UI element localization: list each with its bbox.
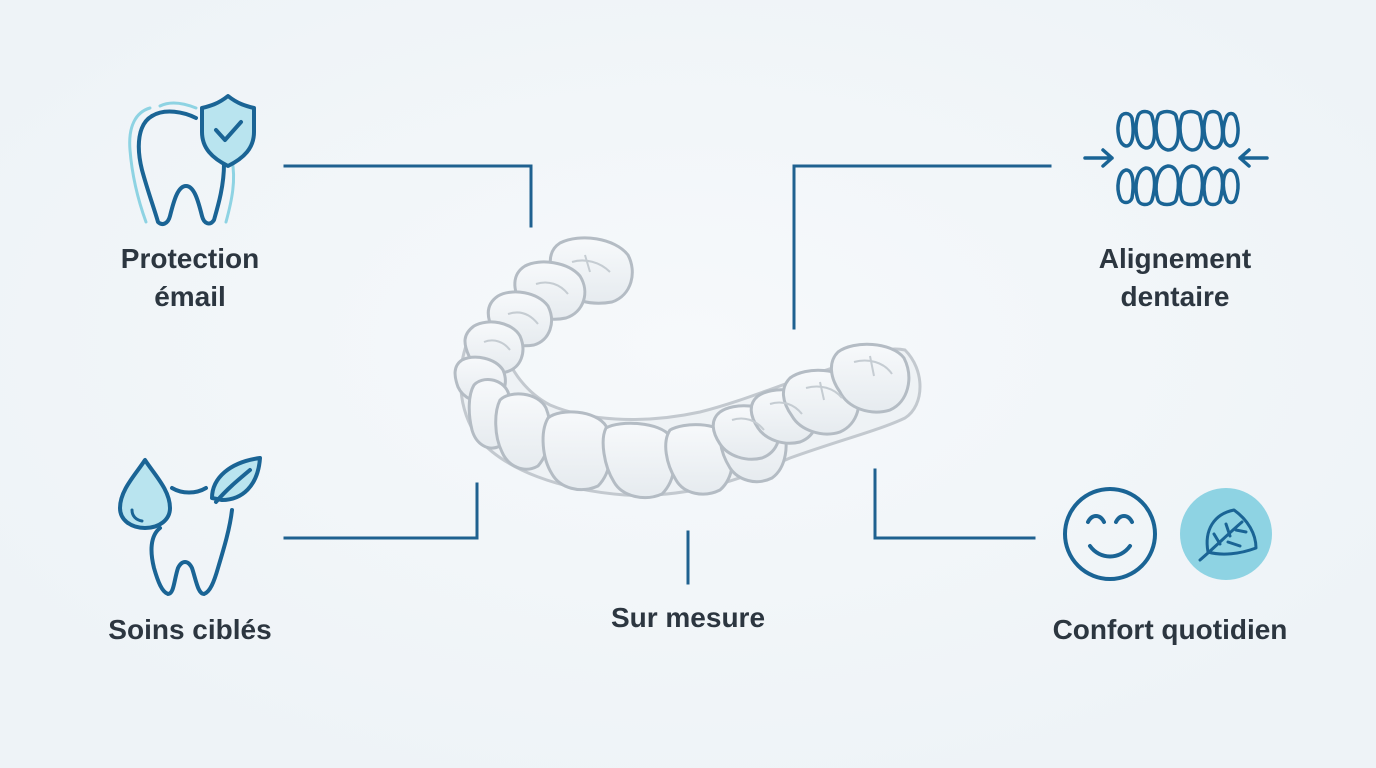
connector-confort — [873, 468, 1036, 540]
tooth-shield-check-icon — [128, 94, 256, 226]
teeth-alignment-icon — [1083, 109, 1269, 207]
tooth-drop-leaf-icon — [118, 456, 262, 596]
clear-aligner-image — [453, 236, 922, 499]
label-sur-mesure: Sur mesure — [610, 602, 766, 633]
label-alignement-dentaire: Alignement dentaire — [1075, 240, 1275, 316]
label-soins-cibles: Soins ciblés — [108, 614, 272, 645]
label-alignement-line1: Alignement — [1098, 243, 1252, 274]
connector-alignement — [792, 164, 1052, 330]
feather-icon — [1180, 488, 1272, 580]
label-protection-email: Protection émail — [90, 240, 290, 316]
label-protection-line1: Protection — [120, 243, 260, 274]
smiley-face-icon — [1063, 487, 1157, 581]
connector-lines — [283, 164, 1052, 585]
connector-soins — [283, 482, 479, 540]
label-confort-quotidien: Confort quotidien — [1052, 614, 1288, 645]
connector-protection — [283, 164, 533, 228]
label-alignement-line2: dentaire — [1120, 281, 1230, 312]
label-protection-line2: émail — [154, 281, 226, 312]
